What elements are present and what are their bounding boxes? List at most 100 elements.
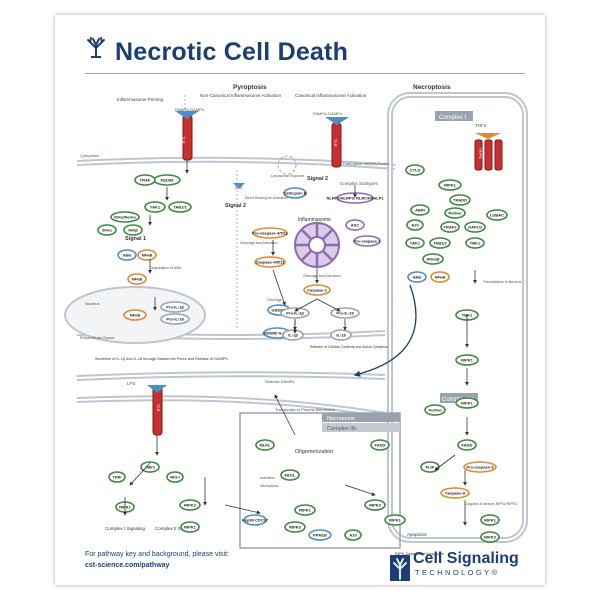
node-shape <box>137 249 157 261</box>
node-fadd: FADD <box>457 439 477 451</box>
page-title: Necrotic Cell Death <box>115 38 349 66</box>
complex2b-banner <box>322 423 400 432</box>
node-shape <box>424 404 446 416</box>
node-label: RIPK3 <box>369 503 382 508</box>
node-label: IKKα/β <box>427 257 440 262</box>
node-shape <box>364 499 386 511</box>
node-label: IL-1β <box>288 333 298 338</box>
node-shape <box>166 471 184 483</box>
section-complex2b: Complex IIb <box>327 426 356 432</box>
label-canonical: Canonical Inflammasome Activation <box>295 93 367 98</box>
footer-url-link[interactable]: cst-science.com/pathway <box>85 562 170 569</box>
node-pro-il1b2: Pro-IL-1β <box>280 307 310 319</box>
node-tab12: TAB1/2 <box>168 201 192 213</box>
node-shape <box>430 271 450 283</box>
label-translocate-membrane: Translocate to Plasma Membrane <box>275 407 336 412</box>
node-ripk1c: RIPK1 <box>455 397 479 409</box>
node-ripk1f: RIPK1 <box>180 521 200 533</box>
node-pro-il18b: Pro-IL-18 <box>330 307 360 319</box>
node-label: IKKα <box>102 228 112 233</box>
label-direct-binding: Direct Binding for Activation <box>245 196 288 200</box>
node-ripk1g: RIPK1 <box>294 504 316 516</box>
node-label: NFκB <box>142 253 153 258</box>
node-shape <box>280 469 300 481</box>
node-nfkb3: NFκB <box>123 309 147 321</box>
necrosome-banner <box>322 413 400 422</box>
node-shape <box>440 221 460 233</box>
node-ikkb: IKKβ <box>123 224 143 236</box>
node-label: ASC <box>351 223 360 228</box>
node-label: Caspase-1 <box>307 288 328 293</box>
node-label: A20 <box>411 223 419 228</box>
node-label: ZBP1 <box>145 465 156 470</box>
node-label: LUBAC <box>490 213 504 218</box>
node-shape <box>255 439 275 451</box>
node-shape <box>429 237 451 249</box>
node-ripk3b: RIPK3 <box>179 499 201 511</box>
node-label: MyD88 <box>161 178 175 183</box>
node-label: Pro-IL-1β <box>286 311 304 316</box>
node-pro-casp8: Pro-caspase-8 <box>463 461 497 473</box>
node-ciap: cIAP1/2 <box>464 221 486 233</box>
node-label: RIPK3 <box>289 525 302 530</box>
node-tab12b: TAB1/2 <box>429 237 451 249</box>
complex2a-banner <box>440 393 478 403</box>
node-label: IKKα/Nemo <box>114 215 136 220</box>
node-shape <box>464 221 486 233</box>
node-ripk3d: RIPK3 <box>364 499 386 511</box>
label-necroptosis-small: Necroptosis <box>260 484 279 488</box>
node-label: TAK1 <box>150 205 161 210</box>
node-label: Caspase-4/5/11 <box>256 260 285 265</box>
node-zbp1: ZBP1 <box>140 461 160 473</box>
node-il1b: IL-1β <box>282 329 304 341</box>
node-shape <box>410 204 430 216</box>
node-shape <box>144 201 166 213</box>
node-shape <box>108 471 126 483</box>
node-ripk1b: RIPK1 <box>455 354 479 366</box>
node-label: MLKL <box>259 443 271 448</box>
node-nfkb2: NFκB <box>127 273 147 285</box>
node-shape <box>284 521 306 533</box>
node-label: ABIN <box>415 208 425 213</box>
node-shape <box>254 256 286 268</box>
node-ripk1: RIPK1 <box>438 179 462 191</box>
node-shape <box>406 219 424 231</box>
node-shape <box>180 521 200 533</box>
node-shape <box>449 194 471 206</box>
node-label: RIPK1 <box>461 401 474 406</box>
tnfr1-label: TNFR1 <box>479 148 483 159</box>
node-shape <box>127 273 147 285</box>
node-label: RIPK1 <box>461 358 474 363</box>
node-shape <box>486 209 508 221</box>
node-label: IκBα <box>413 275 422 280</box>
poster: Necrotic Cell Death <box>55 15 545 585</box>
label-cleavage: Cleavage <box>267 298 282 302</box>
section-necroptosis: Necroptosis <box>413 84 451 91</box>
node-shape <box>370 439 390 451</box>
label-activation: Activation <box>260 476 275 480</box>
node-ikba2: IκBα <box>407 271 427 283</box>
brand-subtitle: TECHNOLOGY® <box>415 568 500 577</box>
necrosome-box <box>239 412 401 549</box>
label-apoptosis: Apoptosis <box>407 532 428 537</box>
node-label: Pro-IL-18 <box>336 311 354 316</box>
node-nfkb: NFκB <box>430 271 450 283</box>
node-shape <box>134 174 156 186</box>
node-shape <box>243 514 267 526</box>
node-shape <box>384 514 406 526</box>
node-tak1: TAK1 <box>144 201 166 213</box>
node-shape <box>160 313 190 325</box>
complex1-banner <box>435 111 473 121</box>
label-signal2a: Signal 2 <box>225 203 246 209</box>
node-shape <box>480 531 500 543</box>
node-shape <box>168 201 192 213</box>
inflammasome-ring-icon <box>294 222 340 268</box>
node-shape <box>294 504 316 516</box>
node-label: FADD <box>375 443 386 448</box>
label-pamps2: PAMPs/ DAMPs <box>313 111 342 116</box>
section-necrosome: Necrosome <box>327 416 355 422</box>
node-ripk1h: RIPK1 <box>384 514 406 526</box>
node-label: PPM1B <box>313 533 327 538</box>
node-a20b: A20 <box>344 529 362 541</box>
node-shape <box>303 284 331 296</box>
